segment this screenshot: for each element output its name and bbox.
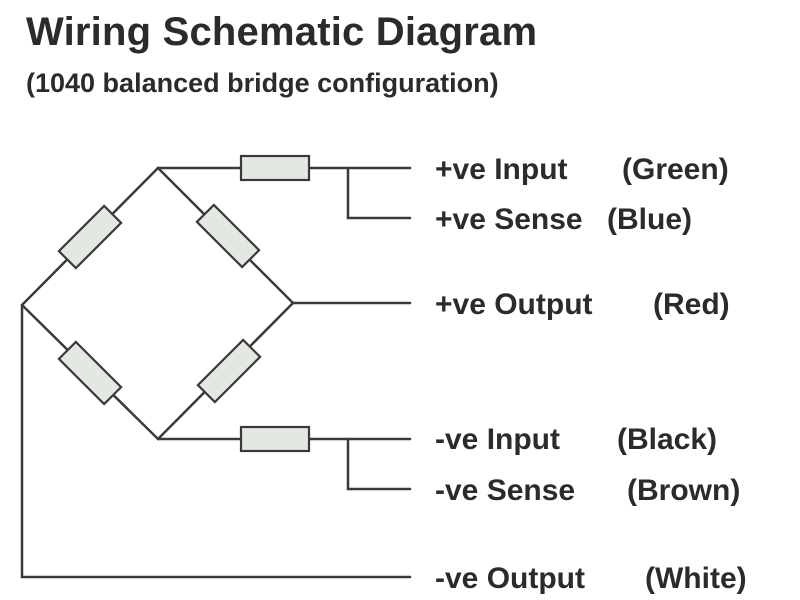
positive-sense-color: (Blue) (607, 203, 692, 236)
positive-output-color: (Red) (653, 288, 730, 321)
resistors (57, 154, 311, 453)
positive-output-label: +ve Output (435, 288, 593, 321)
negative-sense-label: -ve Sense (435, 474, 575, 507)
negative-input-color: (Black) (617, 423, 717, 456)
resistor-bridge-upper-right (195, 203, 261, 269)
negative-output-color: (White) (645, 562, 747, 595)
resistor-top-feed (239, 154, 311, 182)
resistor-bottom-feed (239, 425, 311, 453)
resistor-bridge-lower-left (57, 340, 123, 406)
resistor-bridge-lower-right (196, 338, 262, 404)
negative-output-label: -ve Output (435, 562, 585, 595)
negative-input-label: -ve Input (435, 423, 560, 456)
diagram-title: Wiring Schematic Diagram (26, 10, 538, 54)
negative-sense-color: (Brown) (627, 474, 740, 507)
diagram-subtitle: (1040 balanced bridge configuration) (26, 68, 499, 98)
wire-positive-sense (346, 166, 412, 220)
positive-input-label: +ve Input (435, 153, 568, 186)
wire-negative-output (20, 303, 412, 579)
connection-labels: +ve Input (Green) +ve Sense (Blue) +ve O… (435, 153, 747, 595)
wire-negative-sense (346, 437, 412, 491)
positive-input-color: (Green) (622, 153, 729, 186)
positive-sense-label: +ve Sense (435, 203, 583, 236)
resistor-bridge-upper-left (57, 204, 123, 270)
